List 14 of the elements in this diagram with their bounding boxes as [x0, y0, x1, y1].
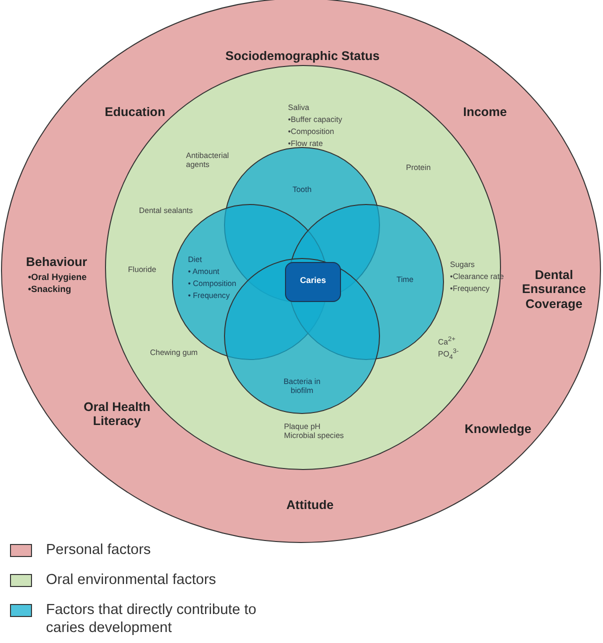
personal-factor-label: Attitude: [285, 498, 335, 512]
caries-label: Caries: [299, 276, 327, 286]
legend-label: Personal factors: [46, 541, 152, 560]
personal-factor-label: Behaviour: [26, 255, 88, 270]
legend-label: Oral environmental factors: [46, 571, 218, 590]
personal-factor-label: •Snacking: [28, 284, 72, 294]
personal-factor-label: Knowledge: [464, 422, 532, 436]
personal-factor-label: •Oral Hygiene: [28, 272, 88, 282]
personal-factor-label: Education: [104, 105, 166, 120]
personal-factor-label: Oral Health Literacy: [82, 400, 152, 429]
personal-factor-label: Dental Ensurance Coverage: [521, 268, 587, 312]
legend-label: Factors that directly contribute to caries development: [46, 601, 258, 638]
personal-factor-label: Income: [462, 105, 508, 120]
personal-factor-label: Sociodemographic Status: [224, 49, 381, 64]
